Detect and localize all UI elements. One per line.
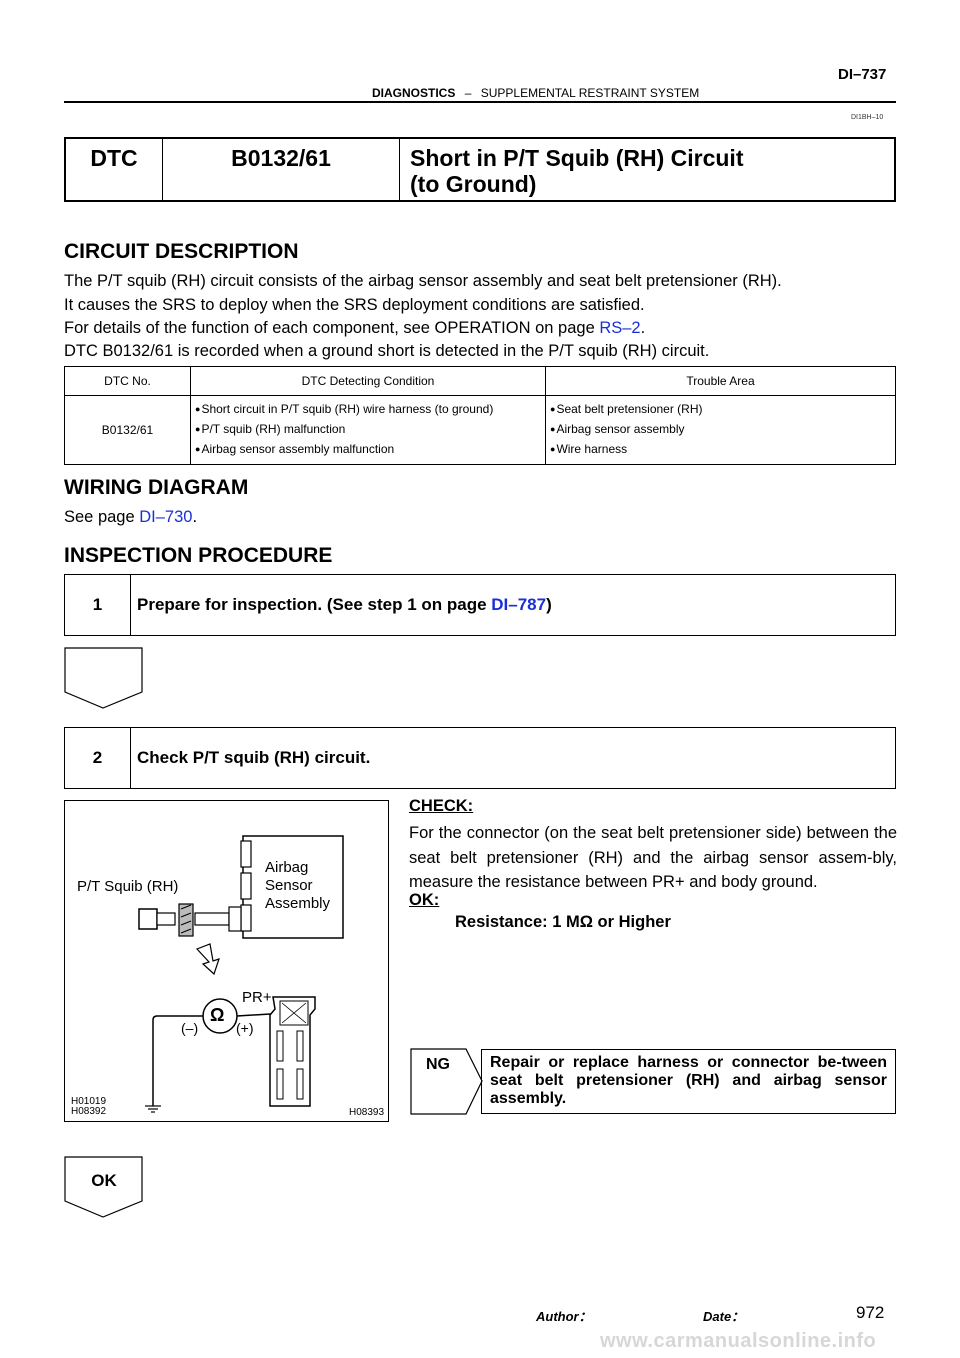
header-subsection: SUPPLEMENTAL RESTRAINT SYSTEM	[480, 86, 700, 100]
airbag-label-line2: Sensor	[265, 877, 313, 894]
step-2-text: Check P/T squib (RH) circuit.	[137, 748, 371, 767]
step-2-number: 2	[65, 728, 131, 788]
figure-code-3: H08393	[349, 1107, 385, 1118]
minus-probe-label: (–)	[181, 1020, 199, 1036]
table-row: B0132/61 Short circuit in P/T squib (RH)…	[64, 395, 896, 465]
dtc-table-header: DTC No. DTC Detecting Condition Trouble …	[64, 366, 896, 396]
footer-date: Date：	[703, 1309, 745, 1324]
pr-plus-label: PR+	[242, 989, 272, 1006]
airbag-label-line3: Assembly	[265, 895, 331, 912]
condition-cell: Short circuit in P/T squib (RH) wire har…	[190, 395, 546, 465]
area-item: Wire harness	[550, 440, 891, 460]
step-1-text: Prepare for inspection. (See step 1 on p…	[137, 575, 552, 635]
airbag-label-line1: Airbag	[265, 859, 309, 876]
ng-arrow	[410, 1048, 483, 1115]
ok-value: Resistance: 1 MΩ or Higher	[455, 913, 671, 931]
col-detecting-condition: DTC Detecting Condition	[190, 366, 546, 396]
dtc-label: DTC	[64, 137, 163, 202]
circuit-description-line3-end: .	[640, 319, 646, 337]
continue-arrow-1	[64, 647, 143, 709]
wiring-diagram-heading: WIRING DIAGRAM	[64, 476, 249, 499]
step-1-number: 1	[65, 575, 131, 635]
figure-code-1: H01019	[71, 1096, 107, 1107]
col-dtc-no: DTC No.	[64, 366, 191, 396]
circuit-description-line3-text: For details of the function of each comp…	[64, 319, 600, 337]
dtc-code: B0132/61	[162, 137, 400, 202]
condition-item: Airbag sensor assembly malfunction	[195, 440, 541, 460]
dtc-title-line1: Short in P/T Squib (RH) Circuit	[410, 145, 744, 171]
condition-item: Short circuit in P/T squib (RH) wire har…	[195, 400, 541, 420]
dtc-title-line2: (to Ground)	[410, 171, 537, 197]
trouble-area-cell: Seat belt pretensioner (RH) Airbag senso…	[545, 395, 896, 465]
page-code: DI–737	[838, 66, 887, 83]
check-text: For the connector (on the seat belt pret…	[409, 824, 897, 891]
check-label: CHECK:	[409, 797, 474, 815]
header-separator: –	[464, 86, 472, 100]
di787-link[interactable]: DI–787	[491, 595, 547, 614]
area-item: Airbag sensor assembly	[550, 420, 891, 440]
area-item: Seat belt pretensioner (RH)	[550, 400, 891, 420]
circuit-description-heading: CIRCUIT DESCRIPTION	[64, 240, 299, 263]
ok-arrow	[64, 1156, 143, 1218]
pt-squib-label: P/T Squib (RH)	[77, 878, 179, 895]
wiring-diagram-text: See page DI–730.	[64, 508, 197, 527]
ng-label: NG	[426, 1056, 450, 1073]
circuit-description-line1: The P/T squib (RH) circuit consists of t…	[64, 272, 782, 290]
step-2-box: 2 Check P/T squib (RH) circuit.	[64, 727, 896, 789]
document-id: DI1BH–10	[851, 114, 884, 121]
step-1-end: )	[546, 595, 552, 614]
dtc-table: DTC No. DTC Detecting Condition Trouble …	[64, 366, 896, 465]
circuit-description-line3: For details of the function of each comp…	[64, 319, 645, 338]
dtc-no-cell: B0132/61	[64, 395, 191, 465]
footer-author: Author：	[536, 1309, 592, 1324]
rs2-link[interactable]: RS–2	[599, 319, 641, 337]
step-1-box: 1 Prepare for inspection. (See step 1 on…	[64, 574, 896, 636]
ok-label: OK:	[409, 891, 440, 909]
footer-page-number: 972	[856, 1303, 885, 1322]
dtc-title: Short in P/T Squib (RH) Circuit (to Grou…	[399, 137, 896, 202]
figure-code-2: H08392	[71, 1106, 107, 1117]
ng-action-box: Repair or replace harness or connector b…	[481, 1049, 896, 1114]
col-trouble-area: Trouble Area	[545, 366, 896, 396]
header-rule	[64, 101, 896, 103]
inspection-procedure-heading: INSPECTION PROCEDURE	[64, 544, 333, 567]
condition-item: P/T squib (RH) malfunction	[195, 420, 541, 440]
dtc-title-box: DTC B0132/61 Short in P/T Squib (RH) Cir…	[64, 137, 896, 202]
airbag-sensor-label: Airbag Sensor Assembly	[265, 859, 330, 913]
running-header: DIAGNOSTICS – SUPPLEMENTAL RESTRAINT SYS…	[372, 86, 699, 100]
circuit-description-line2: It causes the SRS to deploy when the SRS…	[64, 296, 645, 314]
inspection-figure: Airbag Sensor Assembly P/T Squib (RH) Ω …	[64, 800, 389, 1122]
watermark: www.carmanualsonline.info	[600, 1330, 877, 1352]
wiring-diagram-end: .	[192, 508, 198, 526]
di730-link[interactable]: DI–730	[139, 508, 193, 526]
figure-codes-left: H01019 H08392	[71, 1097, 106, 1117]
header-section: DIAGNOSTICS	[372, 86, 456, 100]
wiring-diagram-prefix: See page	[64, 508, 140, 526]
ok-arrow-label: OK	[91, 1171, 117, 1190]
ohmmeter-icon: Ω	[210, 1005, 225, 1025]
step-1-label: Prepare for inspection. (See step 1 on p…	[137, 595, 492, 614]
circuit-description-line4: DTC B0132/61 is recorded when a ground s…	[64, 342, 710, 360]
connector-diagram	[138, 835, 344, 1113]
plus-probe-label: (+)	[236, 1020, 254, 1036]
